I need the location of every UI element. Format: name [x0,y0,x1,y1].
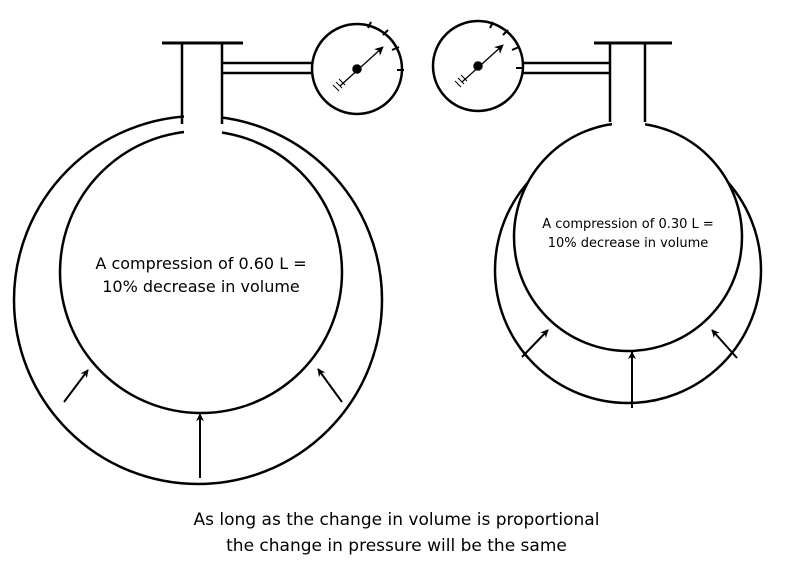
caption-line2: the change in pressure will be the same [226,535,567,556]
right-label-line2: 10% decrease in volume [547,235,709,251]
caption: As long as the change in volume is propo… [0,508,793,559]
caption-line1: As long as the change in volume is propo… [193,510,600,530]
right-pressure-gauge [431,19,525,113]
left-vessel [12,41,384,486]
left-label-line2: 10% decrease in volume [102,277,300,297]
right-vessel-label: A compression of 0.30 L = 10% decrease i… [515,216,741,254]
left-label-line1: A compression of 0.60 L = [95,254,307,273]
left-vessel-label: A compression of 0.60 L = 10% decrease i… [60,252,342,298]
left-pressure-gauge [310,21,404,116]
right-vessel [493,41,763,405]
compression-arrows [63,329,738,478]
right-label-line1: A compression of 0.30 L = [542,217,714,232]
